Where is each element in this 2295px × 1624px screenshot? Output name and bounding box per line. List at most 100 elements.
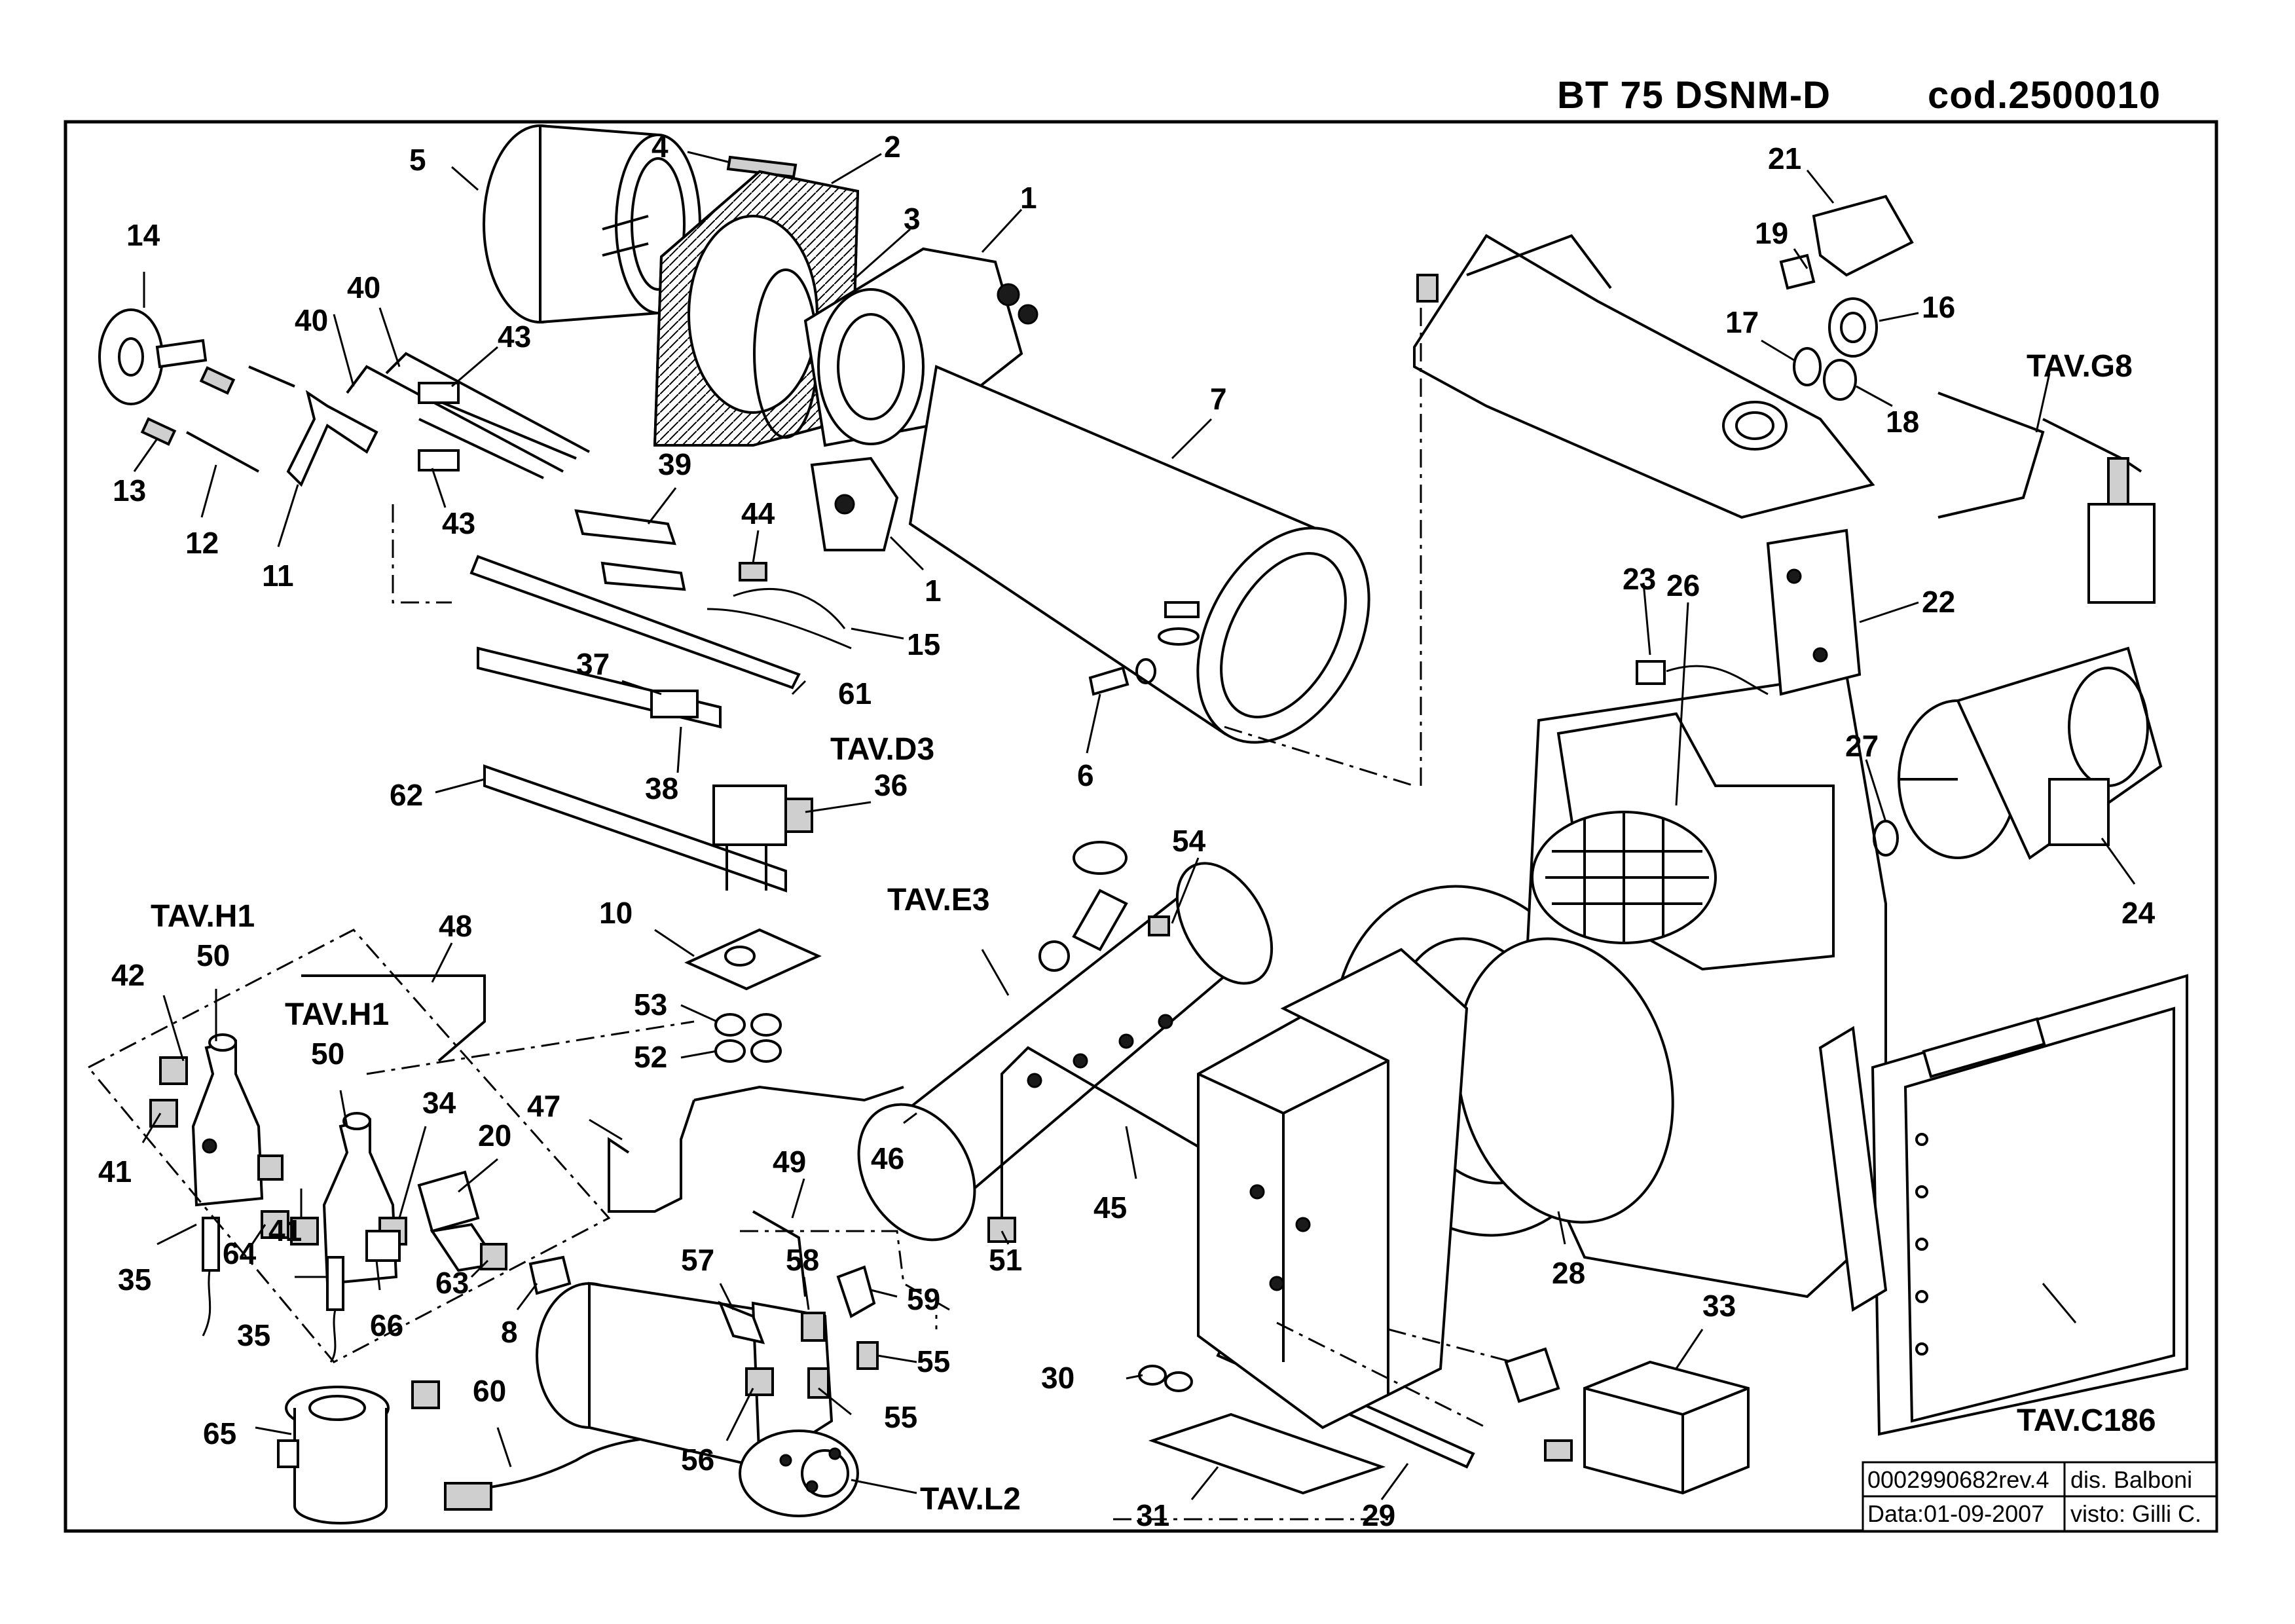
part-57-59-fittings [718, 1265, 879, 1399]
part-46-preheater [857, 841, 1274, 1242]
callout-43: 43 [498, 320, 531, 354]
part-14-diffuser-disk [98, 308, 208, 405]
callout-23: 23 [1623, 562, 1656, 596]
callout-28: 28 [1552, 1256, 1585, 1290]
callout-30: 30 [1041, 1361, 1074, 1395]
callout-8: 8 [501, 1315, 518, 1349]
callout-15: 15 [907, 627, 940, 661]
callout-45: 45 [1093, 1190, 1127, 1225]
callout-11: 11 [262, 559, 294, 593]
callout-27: 27 [1845, 729, 1879, 763]
callout-38: 38 [645, 771, 678, 805]
part-22-control-box [1766, 528, 1862, 696]
callout-66: 66 [370, 1308, 403, 1342]
callout-24: 24 [2121, 896, 2156, 930]
callout-33: 33 [1702, 1289, 1736, 1323]
part-control-panel [1818, 974, 2188, 1436]
ref-tav-g8: TAV.G8 [2027, 349, 2133, 384]
callout-46: 46 [871, 1141, 904, 1175]
part-50-valve-a [191, 1033, 264, 1207]
part-49-pipe [752, 1210, 807, 1297]
callout-41: 41 [268, 1213, 302, 1247]
part-12-13-rods [140, 365, 295, 473]
callout-34: 34 [422, 1086, 456, 1120]
callout-4: 4 [652, 130, 669, 164]
callout-2: 2 [884, 130, 901, 164]
part-45-pipe [1001, 1046, 1232, 1231]
callout-50: 50 [196, 938, 230, 972]
callout-65: 65 [203, 1416, 236, 1450]
callout-54: 54 [1172, 824, 1206, 858]
part-7-blast-tube [908, 365, 1370, 744]
callout-39: 39 [658, 447, 691, 481]
part-pump-motor [536, 1282, 859, 1517]
drawing-date: Data:01-09-2007 [1867, 1500, 2044, 1527]
part-27-washer [1873, 820, 1899, 857]
part-16-17-18-19-21-items [1779, 194, 1914, 401]
part-33-ignition-transformer [1504, 1347, 1750, 1495]
callout-1: 1 [1020, 181, 1037, 215]
callout-16: 16 [1922, 290, 1955, 324]
callout-22: 22 [1922, 585, 1955, 619]
part-26-fan-wheel [1531, 811, 1717, 944]
callout-57: 57 [681, 1243, 714, 1277]
part-47-pipe [608, 1085, 904, 1213]
callout-58: 58 [786, 1243, 819, 1277]
checked-by: visto: Gilli C. [2070, 1500, 2201, 1527]
callout-29: 29 [1362, 1498, 1395, 1532]
part-30-washers [1138, 1365, 1193, 1392]
callout-43: 43 [442, 506, 475, 540]
centerlines [86, 308, 1513, 1521]
callout-6: 6 [1077, 758, 1094, 792]
callout-17: 17 [1725, 305, 1759, 339]
callout-10: 10 [599, 896, 633, 930]
part-5-combustion-head [483, 124, 701, 324]
callout-40: 40 [347, 270, 380, 304]
callout-37: 37 [576, 647, 610, 681]
callout-55: 55 [884, 1400, 917, 1434]
callout-40: 40 [295, 303, 328, 337]
callout-18: 18 [1886, 405, 1919, 439]
part-24-motor [1898, 646, 2163, 860]
callout-51: 51 [989, 1243, 1022, 1277]
callout-20: 20 [478, 1118, 511, 1153]
callout-12: 12 [185, 526, 219, 560]
ref-tav-e3: TAV.E3 [887, 883, 990, 917]
ref-tav-h1-a: TAV.H1 [151, 899, 255, 934]
part-11-electrode-support [286, 390, 378, 487]
table-references: TAV.G8 TAV.D3 TAV.H1 TAV.H1 TAV.E3 TAV.L… [151, 349, 2156, 1517]
callout-19: 19 [1755, 216, 1788, 250]
part-6-viewing-glass [1088, 658, 1156, 696]
callout-60: 60 [473, 1374, 506, 1408]
callout-50: 50 [311, 1037, 344, 1071]
callout-7: 7 [1210, 382, 1227, 416]
part-51-fitting [987, 1217, 1016, 1243]
parts-artwork [98, 124, 2188, 1524]
callout-26: 26 [1666, 568, 1700, 602]
part-31-plate [1148, 1412, 1386, 1495]
callout-64: 64 [223, 1236, 257, 1270]
drawn-by: dis. Balboni [2070, 1466, 2192, 1493]
callout-42: 42 [111, 958, 145, 992]
callout-5: 5 [409, 143, 426, 177]
part-air-box [1197, 948, 1469, 1430]
callout-31: 31 [1136, 1498, 1169, 1532]
part-65-filter [277, 1380, 440, 1524]
callout-52: 52 [634, 1040, 667, 1074]
part-2-gasket [653, 170, 860, 447]
ref-tav-l2: TAV.L2 [920, 1482, 1021, 1517]
callout-13: 13 [113, 473, 146, 507]
callout-47: 47 [527, 1089, 560, 1123]
callout-59: 59 [907, 1282, 940, 1316]
callout-44: 44 [741, 496, 775, 530]
callout-21: 21 [1768, 141, 1801, 175]
title-block: 0002990682rev.4 dis. Balboni Data:01-09-… [1862, 1461, 2218, 1532]
part-52-53-grommets [714, 1013, 782, 1063]
part-35-sensor-cables [202, 1217, 344, 1363]
drawing-number: 0002990682rev.4 [1867, 1466, 2049, 1493]
drawing-frame [64, 120, 2218, 1533]
callout-62: 62 [390, 778, 423, 812]
leader-lines [133, 151, 2136, 1500]
callout-49: 49 [773, 1145, 806, 1179]
